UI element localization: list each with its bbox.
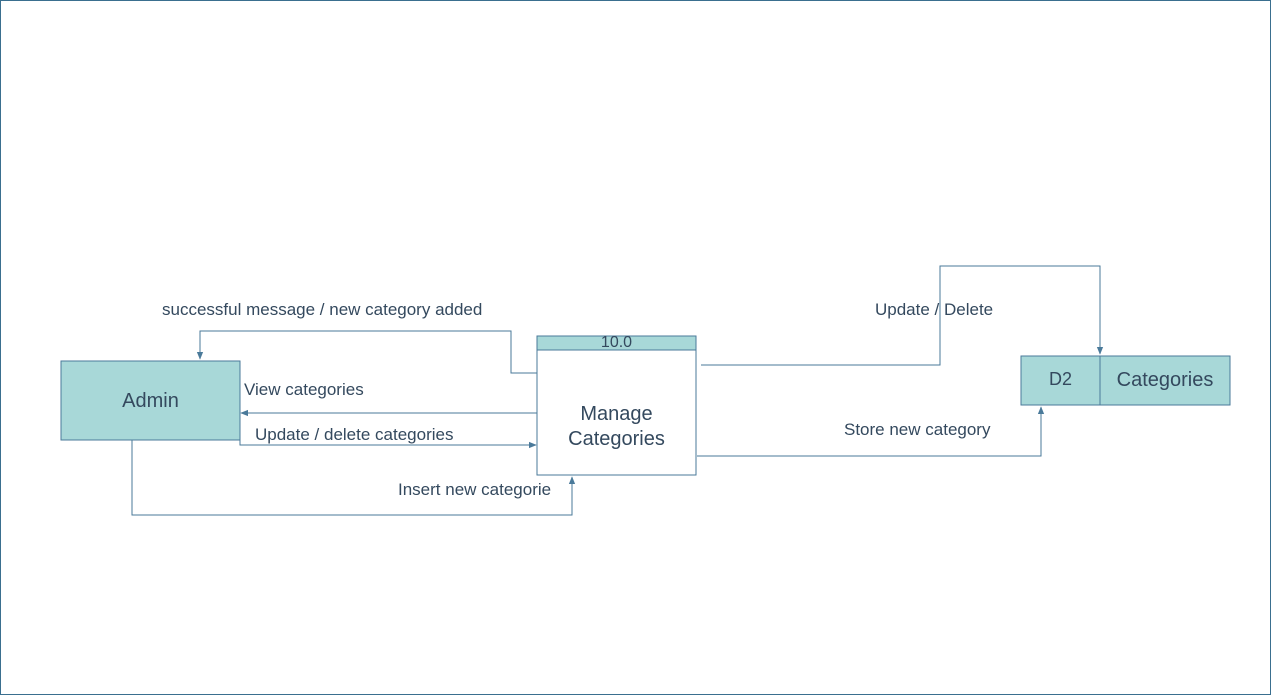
datastore-box[interactable] — [1020, 355, 1231, 406]
datastore-id: D2 — [1048, 369, 1072, 389]
process-box[interactable] — [536, 335, 697, 476]
flow-success-message[interactable] — [196, 330, 537, 374]
flow-insert-new[interactable] — [131, 440, 576, 516]
flow-label-view-categories: View categories — [244, 380, 364, 399]
flow-update-delete-categories[interactable] — [239, 440, 537, 449]
process-id: 10.0 — [600, 334, 633, 351]
flow-label-store-new: Store new category — [844, 420, 991, 439]
flow-label-success-message: successful message / new category added — [162, 300, 483, 319]
admin-label: Admin — [122, 390, 179, 412]
datastore-label: Categories — [1116, 369, 1214, 391]
process-label: Manage Categories — [537, 402, 696, 452]
process-id-header — [536, 335, 697, 351]
flow-update-delete[interactable] — [701, 265, 1104, 366]
process-label-line1: Manage — [580, 403, 653, 425]
flow-store-new[interactable] — [697, 406, 1045, 457]
admin-entity-box[interactable] — [60, 360, 241, 441]
flow-label-update-delete: Update / Delete — [875, 300, 994, 319]
flow-label-update-delete-categories: Update / delete categories — [255, 425, 454, 444]
flow-label-insert-new: Insert new categorie — [398, 480, 552, 499]
process-label-line2: Categories — [568, 428, 665, 450]
